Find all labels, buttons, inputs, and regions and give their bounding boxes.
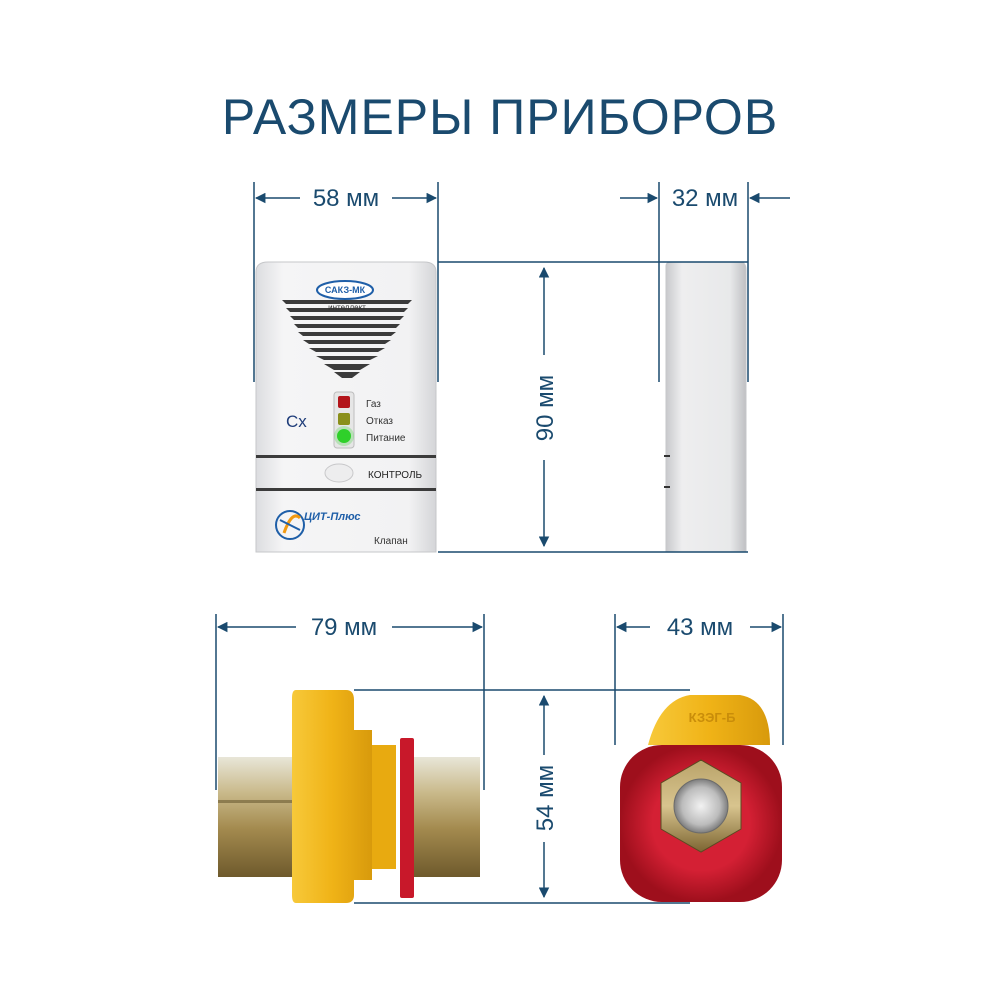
brand-logo [316, 280, 374, 300]
side-notch [664, 486, 670, 488]
valve-cap-text: КЗЭГ-Б [689, 710, 736, 725]
control-button[interactable] [324, 463, 354, 483]
valve-cap [648, 695, 770, 745]
dim-detector-width: 58 мм [313, 185, 379, 212]
brand-name: САКЗ-МК [325, 285, 366, 295]
gas-symbol: Cx [286, 412, 307, 431]
brand-sub: интеллект [328, 303, 366, 312]
led-power-glow [334, 426, 354, 446]
indicator-label-power: Питание [366, 433, 406, 444]
separator-line [256, 488, 436, 491]
side-notch [664, 455, 670, 457]
dim-detector-height: 90 мм [532, 375, 559, 441]
company-name: ЦИТ-Плюс [304, 511, 361, 523]
detector-side [664, 261, 747, 553]
dim-valve-width: 43 мм [667, 614, 733, 641]
valve-label: Клапан [374, 536, 408, 547]
indicator-label-fault: Отказ [366, 416, 393, 427]
brass-fitting-right [414, 757, 480, 877]
led-gas [338, 396, 350, 408]
led-power [337, 429, 351, 443]
mesh-screen [673, 778, 729, 834]
vent-grille [282, 300, 412, 378]
separator-line [256, 455, 436, 458]
dim-valve-height: 54 мм [532, 765, 559, 831]
valve-flange [400, 738, 414, 898]
led-fault [338, 413, 350, 425]
detector-front: САКЗ-МК интеллект Cx Газ Отказ Питание К… [255, 261, 437, 553]
page-title: РАЗМЕРЫ ПРИБОРОВ [221, 89, 779, 145]
valve-side [218, 690, 480, 903]
valve-front: КЗЭГ-Б [620, 695, 782, 902]
dimension-lines [215, 182, 790, 904]
valve-body [292, 690, 372, 903]
indicator-label-gas: Газ [366, 399, 381, 410]
brass-fitting-left [218, 757, 294, 877]
company-logo [275, 510, 305, 540]
dim-valve-length: 79 мм [311, 614, 377, 641]
control-label: КОНТРОЛЬ [368, 470, 423, 481]
dim-detector-depth: 32 мм [672, 185, 738, 212]
